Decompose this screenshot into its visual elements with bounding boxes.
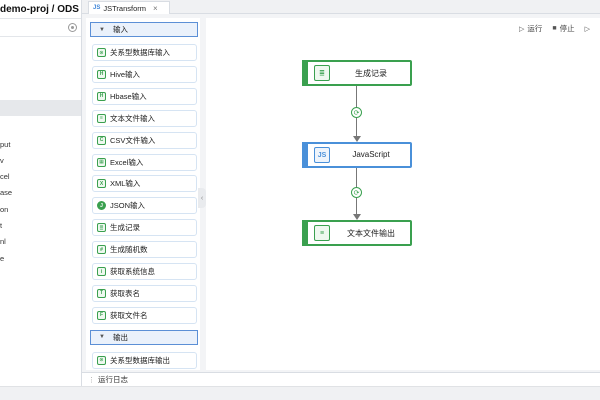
stop-label: 停止 (559, 24, 575, 33)
csv-file-icon: C (97, 135, 106, 145)
palette-group-header[interactable]: ▼ 输出 (90, 329, 198, 345)
json-icon: J (97, 201, 106, 211)
javascript-icon: JS (314, 147, 330, 163)
play-icon: ▷ (518, 25, 525, 33)
flow-node[interactable]: JS JavaScript (302, 142, 412, 168)
log-panel-bar[interactable]: ⋮ 运行日志 (82, 372, 600, 386)
palette-group-header[interactable]: ▼ 输入 (90, 22, 198, 37)
tab-jstransform[interactable]: JS JSTransform × (88, 1, 170, 14)
text-file-icon: ≡ (97, 113, 106, 123)
palette-item[interactable]: F 获取文件名 (92, 306, 197, 324)
tree-item[interactable]: ase (0, 188, 13, 197)
tree-item[interactable]: v (0, 156, 4, 165)
arrow-head-icon (353, 136, 361, 142)
project-title: demo-proj / ODS (0, 4, 79, 15)
project-panel: demo-proj / ODS put v cel ase on t nl e (0, 0, 82, 386)
tab-label: JSTransform (103, 3, 146, 13)
flow-node-label: JavaScript (352, 150, 390, 159)
divider (0, 18, 81, 19)
palette-item[interactable]: ≣ 生成记录 (92, 219, 197, 237)
tree-item[interactable]: t (0, 221, 3, 230)
palette-item[interactable]: i 获取系统信息 (92, 263, 197, 280)
palette-item-label: 生成随机数 (110, 245, 148, 255)
palette-item[interactable]: J JSON输入 (92, 197, 197, 215)
palette-item-label: 关系型数据库输入 (110, 48, 170, 57)
flow-canvas[interactable]: ▷ 运行 ■ 停止 ▷ ≣ 生成记录 JS JavaScript ≡ 文本文件输出 ⟳ ⟳ (206, 18, 600, 370)
flow-node-label: 文本文件输出 (347, 229, 395, 238)
random-number-icon: # (97, 245, 106, 255)
palette-item-label: 获取系统信息 (110, 267, 155, 276)
db-icon: ⊙ (97, 48, 106, 57)
tree-item-selected[interactable] (0, 100, 81, 116)
palette-item[interactable]: T 获取表名 (92, 284, 197, 302)
step-palette: ▼ 输入 ⊙ 关系型数据库输入 H Hive输入 H Hbase输入 ≡ 文本文件输入 C CSV文件… (86, 18, 200, 370)
tree-item[interactable]: e (0, 254, 5, 263)
palette-item-label: Hbase输入 (110, 91, 147, 101)
excel-icon: ▦ (97, 157, 106, 167)
text-file-output-icon: ≡ (314, 225, 330, 241)
chevron-down-icon: ▼ (99, 26, 105, 33)
xml-icon: X (97, 179, 106, 189)
palette-item[interactable]: ≡ 文本文件输入 (92, 109, 197, 127)
palette-item-label: JSON输入 (110, 201, 146, 211)
node-accent-bar (302, 220, 308, 246)
palette-item-label: 获取文件名 (110, 310, 148, 320)
palette-item[interactable]: ⊙ 关系型数据库输入 (92, 44, 197, 61)
generate-records-icon: ≣ (97, 223, 106, 233)
palette-item-label: Excel输入 (110, 157, 144, 167)
palette-item-label: Hive输入 (110, 69, 141, 79)
palette-item-label: 关系型数据库输出 (110, 355, 170, 365)
palette-item[interactable]: C CSV文件输入 (92, 131, 197, 149)
stop-button[interactable]: ■ 停止 (552, 23, 574, 34)
settings-icon[interactable] (68, 23, 77, 32)
close-icon[interactable]: × (153, 3, 158, 13)
tree-item[interactable]: cel (0, 172, 10, 181)
palette-item-label: 获取表名 (110, 288, 140, 298)
connector-link-icon[interactable]: ⟳ (351, 187, 362, 198)
hbase-icon: H (97, 91, 106, 101)
arrow-head-icon (353, 214, 361, 220)
system-info-icon: i (97, 267, 106, 276)
run-button[interactable]: ▷ 运行 (519, 23, 542, 34)
db-output-icon: ⊙ (97, 355, 106, 365)
chevron-down-icon: ▼ (99, 334, 105, 341)
palette-item[interactable]: X XML输入 (92, 175, 197, 193)
tree-item[interactable]: on (0, 205, 9, 214)
tab-bar: JS JSTransform × (82, 0, 600, 14)
generate-records-icon: ≣ (314, 65, 330, 81)
palette-item[interactable]: H Hive输入 (92, 65, 197, 83)
node-accent-bar (302, 142, 308, 168)
log-label: 运行日志 (98, 375, 128, 384)
palette-item[interactable]: ⊙ 关系型数据库输出 (92, 351, 197, 369)
flow-node[interactable]: ≣ 生成记录 (302, 60, 412, 86)
tree-item[interactable]: put (0, 140, 11, 149)
palette-item-label: 文本文件输入 (110, 113, 155, 123)
palette-item-label: XML输入 (110, 179, 141, 189)
table-name-icon: T (97, 288, 106, 298)
connector-link-icon[interactable]: ⟳ (351, 107, 362, 118)
node-accent-bar (302, 60, 308, 86)
stop-icon: ■ (552, 25, 557, 32)
tree-item[interactable]: nl (0, 237, 6, 246)
more-button[interactable]: ▷ (585, 25, 590, 33)
palette-item[interactable]: H Hbase输入 (92, 87, 197, 105)
flow-node[interactable]: ≡ 文本文件输出 (302, 220, 412, 246)
palette-item-label: CSV文件输入 (110, 135, 156, 145)
status-bar (0, 386, 600, 400)
flow-node-label: 生成记录 (355, 69, 387, 78)
palette-item[interactable]: # 生成随机数 (92, 241, 197, 259)
more-icon: ▷ (584, 25, 590, 33)
palette-item[interactable]: ▦ Excel输入 (92, 153, 197, 171)
run-label: 运行 (527, 24, 543, 33)
drag-handle-icon: ⋮ (88, 376, 95, 384)
file-name-icon: F (97, 310, 106, 320)
group-label: 输入 (112, 25, 128, 34)
js-file-icon: JS (93, 5, 101, 11)
canvas-toolbar: ▷ 运行 ■ 停止 ▷ (519, 23, 590, 34)
divider (0, 36, 81, 37)
collapse-palette-handle[interactable]: ‹ (198, 188, 206, 208)
hive-icon: H (97, 69, 106, 79)
palette-item-label: 生成记录 (110, 223, 140, 233)
group-label: 输出 (112, 332, 128, 342)
